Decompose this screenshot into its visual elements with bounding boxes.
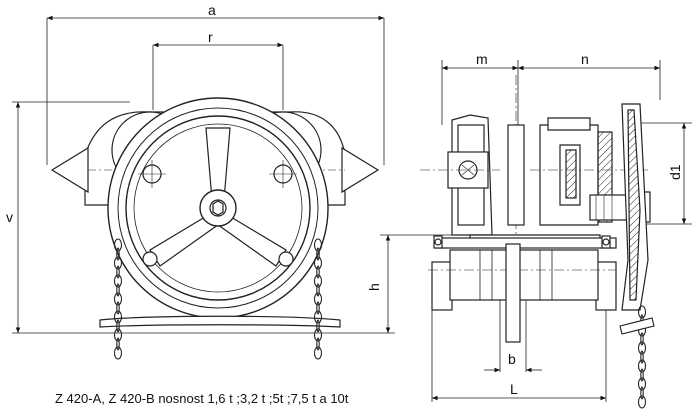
chain-link <box>113 292 123 306</box>
chain-link <box>116 301 120 315</box>
chain-link <box>316 265 320 279</box>
chain-link <box>316 283 320 297</box>
chain-link <box>637 359 647 373</box>
caption: Z 420-A, Z 420-B nosnost 1,6 t ;3,2 t ;5… <box>55 391 349 406</box>
chain-link <box>313 238 323 252</box>
chain-link <box>113 346 123 360</box>
chain-handle <box>619 317 655 335</box>
dimension-n-label: n <box>581 51 589 67</box>
dimension-h-label: h <box>366 283 382 291</box>
dimension-b: b <box>484 300 542 373</box>
chain-link <box>113 328 123 342</box>
chain-link <box>313 292 323 306</box>
chain-link <box>640 350 644 364</box>
chain-link <box>116 337 120 351</box>
dimension-h: h <box>366 234 460 333</box>
dimension-L: L <box>431 300 607 402</box>
dimension-v: v <box>6 101 395 334</box>
chain-link <box>640 386 644 400</box>
side-view: m n d1 h b <box>366 51 692 402</box>
chain-link <box>113 310 123 324</box>
dimension-d1-label: d1 <box>667 164 683 180</box>
dimension-m: m <box>441 51 519 125</box>
chain-left <box>113 238 123 360</box>
chain-link <box>113 274 123 288</box>
dimension-a: a <box>46 2 385 165</box>
dimension-a-label: a <box>208 2 216 18</box>
dimension-L-label: L <box>510 381 518 397</box>
chain-link <box>637 341 647 355</box>
chain-link <box>637 395 647 409</box>
dimension-n: n <box>518 51 661 100</box>
chain-link <box>116 265 120 279</box>
chain-link <box>316 247 320 261</box>
chain-link <box>640 332 644 346</box>
dimension-v-label: v <box>6 209 13 225</box>
handwheel <box>107 97 329 319</box>
dimension-d1: d1 <box>640 122 692 225</box>
front-view: a r v <box>6 2 395 334</box>
chain-link <box>113 238 123 252</box>
chain-link <box>313 328 323 342</box>
chain-link <box>116 247 120 261</box>
dimension-r: r <box>152 29 284 110</box>
chain-link <box>116 283 120 297</box>
chain-link <box>316 319 320 333</box>
chain-link <box>113 256 123 270</box>
dimension-b-label: b <box>508 351 516 367</box>
chain-link <box>316 337 320 351</box>
chain-link <box>313 346 323 360</box>
chain-link <box>640 368 644 382</box>
chain-link <box>637 305 647 319</box>
chain-link <box>313 310 323 324</box>
chain-link <box>116 319 120 333</box>
chain-link <box>637 377 647 391</box>
dimension-r-label: r <box>208 29 213 45</box>
chain-link <box>313 274 323 288</box>
chain-link <box>313 256 323 270</box>
chain-right <box>313 238 323 360</box>
chain-link <box>316 301 320 315</box>
dimension-m-label: m <box>476 51 488 67</box>
